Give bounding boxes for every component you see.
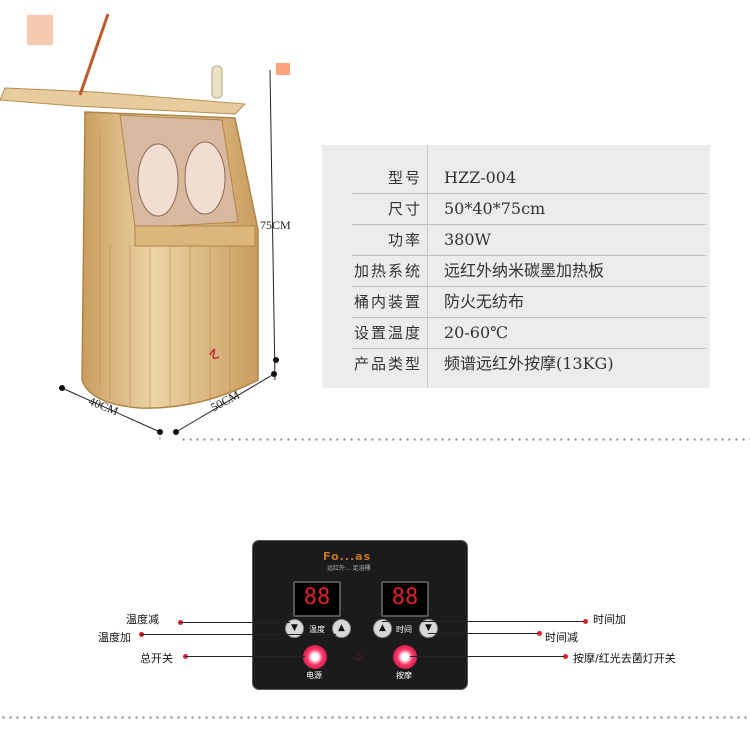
time-display: 88 [381,581,429,617]
leader-line [410,656,564,657]
spec-value: 远红外纳米碳墨加热板 [444,261,605,280]
annotation-massage-switch: 按摩/红光去菌灯开关 [573,652,676,665]
chevron-down-icon: ▼ [425,623,432,633]
leader-line [141,634,336,635]
spec-value: 380W [444,230,491,249]
annotation-time-up: 时间加 [593,613,626,626]
foot-sauna-product-image [0,13,290,440]
annotation-temp-up: 温度加 [98,631,131,644]
spec-label: 尺寸 [387,200,422,218]
temp-label: 温度 [309,625,325,634]
spec-row-type: 产品类型 频谱远红外按摩(13KG) [322,349,710,380]
chevron-down-icon: ▼ [291,623,298,633]
spec-label: 加热系统 [353,262,422,280]
spec-label: 功率 [387,231,422,249]
time-up-button[interactable]: ▲ [373,619,392,638]
spec-divider [427,145,428,388]
massage-label: 按摩 [396,671,412,680]
leader-line [382,621,584,622]
leader-line [180,622,290,623]
panel-brand: Fo...as [323,550,372,563]
control-panel: Fo...as 远红外... 足浴桶 88 88 ▼ 温度 ▲ ▲ 时间 ▼ 电… [253,541,467,689]
panel-subtitle: 远红外... 足浴桶 [327,565,371,572]
spec-value: 频谱远红外按摩(13KG) [444,354,614,373]
annotation-main-switch: 总开关 [140,652,173,665]
dotted-divider [180,438,750,441]
dotted-divider-bottom [0,716,750,719]
spec-row-heating: 加热系统 远红外纳米碳墨加热板 [322,256,710,287]
spec-row-interior: 桶内装置 防火无纺布 [322,287,710,318]
annotation-temp-down: 温度减 [126,613,159,626]
spec-label: 型号 [387,169,422,187]
spec-row-size: 尺寸 50*40*75cm [322,194,710,225]
leader-line [428,633,538,634]
annotation-dot [583,619,588,624]
spec-value: HZZ-004 [444,168,517,187]
power-label: 电源 [306,671,322,680]
spec-row-model: 型号 HZZ-004 [322,163,710,194]
temp-up-button[interactable]: ▲ [332,619,351,638]
spec-value: 防火无纺布 [444,292,525,311]
annotation-time-down: 时间减 [545,631,578,644]
spec-value: 20-60℃ [444,323,509,342]
spec-value: 50*40*75cm [444,199,546,218]
power-button[interactable] [303,645,327,669]
temperature-display: 88 [293,581,341,617]
spec-row-temperature: 设置温度 20-60℃ [322,318,710,349]
spec-label: 产品类型 [353,355,422,373]
chevron-up-icon: ▲ [379,623,386,633]
flame-icon: ♨ [353,649,365,663]
spec-table: 型号 HZZ-004 尺寸 50*40*75cm 功率 380W 加热系统 远红… [322,145,710,388]
spec-label: 设置温度 [353,324,422,342]
height-dimension-label: 75CM [260,218,291,232]
massage-button[interactable] [393,645,417,669]
temp-down-button[interactable]: ▼ [285,619,304,638]
spec-label: 桶内装置 [353,293,422,311]
time-label: 时间 [396,625,412,634]
leader-line [185,656,305,657]
annotation-dot [563,654,568,659]
spec-row-power: 功率 380W [322,225,710,256]
chevron-up-icon: ▲ [338,623,345,633]
annotation-dot [537,631,542,636]
